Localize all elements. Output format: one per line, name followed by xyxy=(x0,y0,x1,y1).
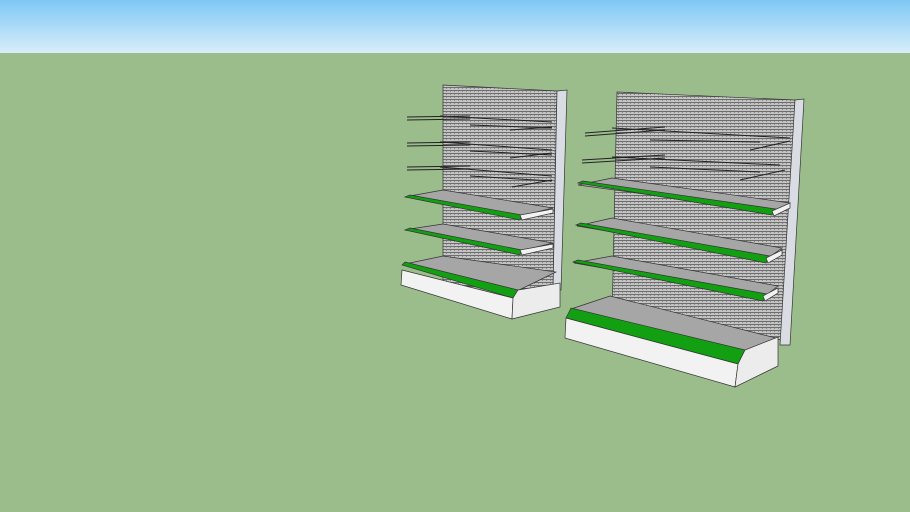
shelf-bracket xyxy=(519,243,554,256)
shelving-unit-small[interactable] xyxy=(400,84,568,320)
shelving-unit-large[interactable] xyxy=(564,91,805,388)
side-upright xyxy=(779,98,805,346)
base-side xyxy=(734,336,779,388)
base-side xyxy=(511,282,561,320)
shelf-bracket xyxy=(519,208,554,221)
peg-hooks xyxy=(581,126,791,181)
sky xyxy=(0,0,910,53)
peg-hooks xyxy=(406,115,553,188)
side-upright xyxy=(552,89,568,291)
shelf-bracket xyxy=(762,287,779,302)
shelf-bracket xyxy=(765,249,783,264)
shelf-bracket xyxy=(771,202,791,217)
